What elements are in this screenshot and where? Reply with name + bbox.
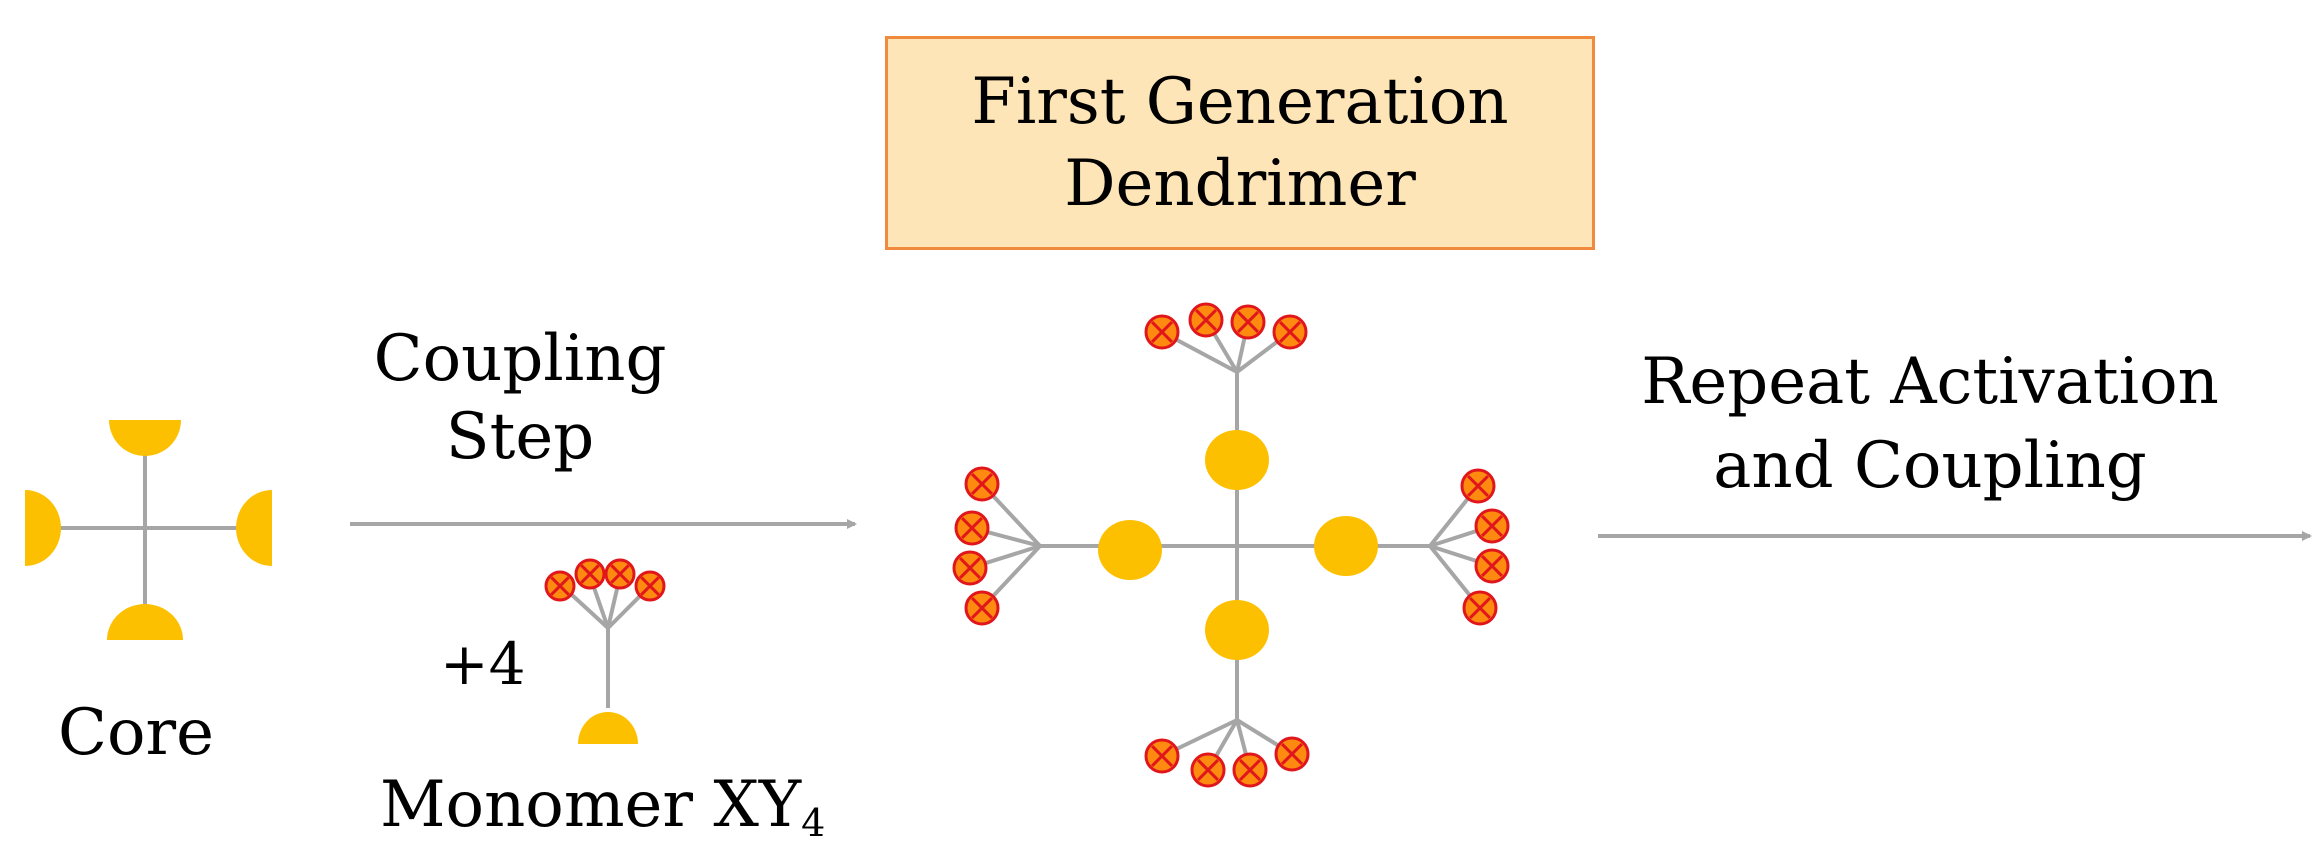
dendrimer-terminal-group-right-2 bbox=[1474, 508, 1510, 544]
coupling-step-line-1: Coupling bbox=[373, 322, 667, 396]
monomer-label: Monomer XY4 bbox=[380, 768, 825, 845]
repeat-step-line-1: Repeat Activation bbox=[1641, 345, 2219, 419]
monomer-terminal-group-4 bbox=[634, 570, 666, 602]
monomer-terminal-group-2 bbox=[574, 558, 606, 590]
monomer-terminal-group-3 bbox=[604, 558, 636, 590]
dendrimer-terminal-group-left-3 bbox=[952, 550, 988, 586]
core-label: Core bbox=[58, 696, 214, 770]
dendrimer-terminal-group-bottom-4 bbox=[1274, 736, 1310, 772]
monomer-molecule bbox=[544, 558, 666, 744]
dendrimer-terminal-group-right-1 bbox=[1460, 468, 1496, 504]
coupling-step-line-2: Step bbox=[445, 400, 595, 474]
core-reactive-cap-right bbox=[236, 490, 272, 566]
repeat-step-label: Repeat Activation and Coupling bbox=[1580, 340, 2280, 508]
dendrimer-unit-left bbox=[1098, 520, 1162, 580]
title-line-1: First Generation bbox=[971, 65, 1509, 139]
core-reactive-cap-top bbox=[109, 420, 181, 456]
monomer-label-subscript: 4 bbox=[801, 801, 826, 845]
monomer-reactive-cap bbox=[578, 712, 638, 744]
dendrimer-terminal-group-top-1 bbox=[1144, 314, 1180, 350]
dendrimer-terminal-group-top-2 bbox=[1188, 302, 1224, 338]
core-reactive-cap-left bbox=[25, 490, 61, 566]
dendrimer-terminal-group-bottom-3 bbox=[1232, 752, 1268, 788]
core-reactive-cap-bottom bbox=[107, 604, 183, 640]
core-molecule bbox=[25, 420, 272, 640]
repeat-step-line-2: and Coupling bbox=[1713, 429, 2147, 503]
dendrimer-molecule bbox=[952, 302, 1510, 788]
dendrimer-terminal-group-left-1 bbox=[964, 466, 1000, 502]
dendrimer-unit-right bbox=[1314, 516, 1378, 576]
title-line-2: Dendrimer bbox=[1064, 147, 1416, 221]
dendrimer-terminal-group-right-4 bbox=[1462, 590, 1498, 626]
dendrimer-terminal-group-left-2 bbox=[954, 510, 990, 546]
dendrimer-terminal-group-right-3 bbox=[1474, 548, 1510, 584]
dendrimer-terminal-group-top-3 bbox=[1230, 304, 1266, 340]
monomer-label-main: Monomer XY bbox=[380, 768, 802, 842]
dendrimer-terminal-group-bottom-2 bbox=[1190, 752, 1226, 788]
dendrimer-unit-top bbox=[1205, 430, 1269, 490]
monomer-multiplier: +4 bbox=[440, 630, 526, 698]
dendrimer-unit-bottom bbox=[1205, 600, 1269, 660]
dendrimer-terminal-group-bottom-1 bbox=[1144, 738, 1180, 774]
dendrimer-terminal-group-left-4 bbox=[964, 590, 1000, 626]
monomer-terminal-group-1 bbox=[544, 570, 576, 602]
dendrimer-terminal-group-top-4 bbox=[1272, 314, 1308, 350]
